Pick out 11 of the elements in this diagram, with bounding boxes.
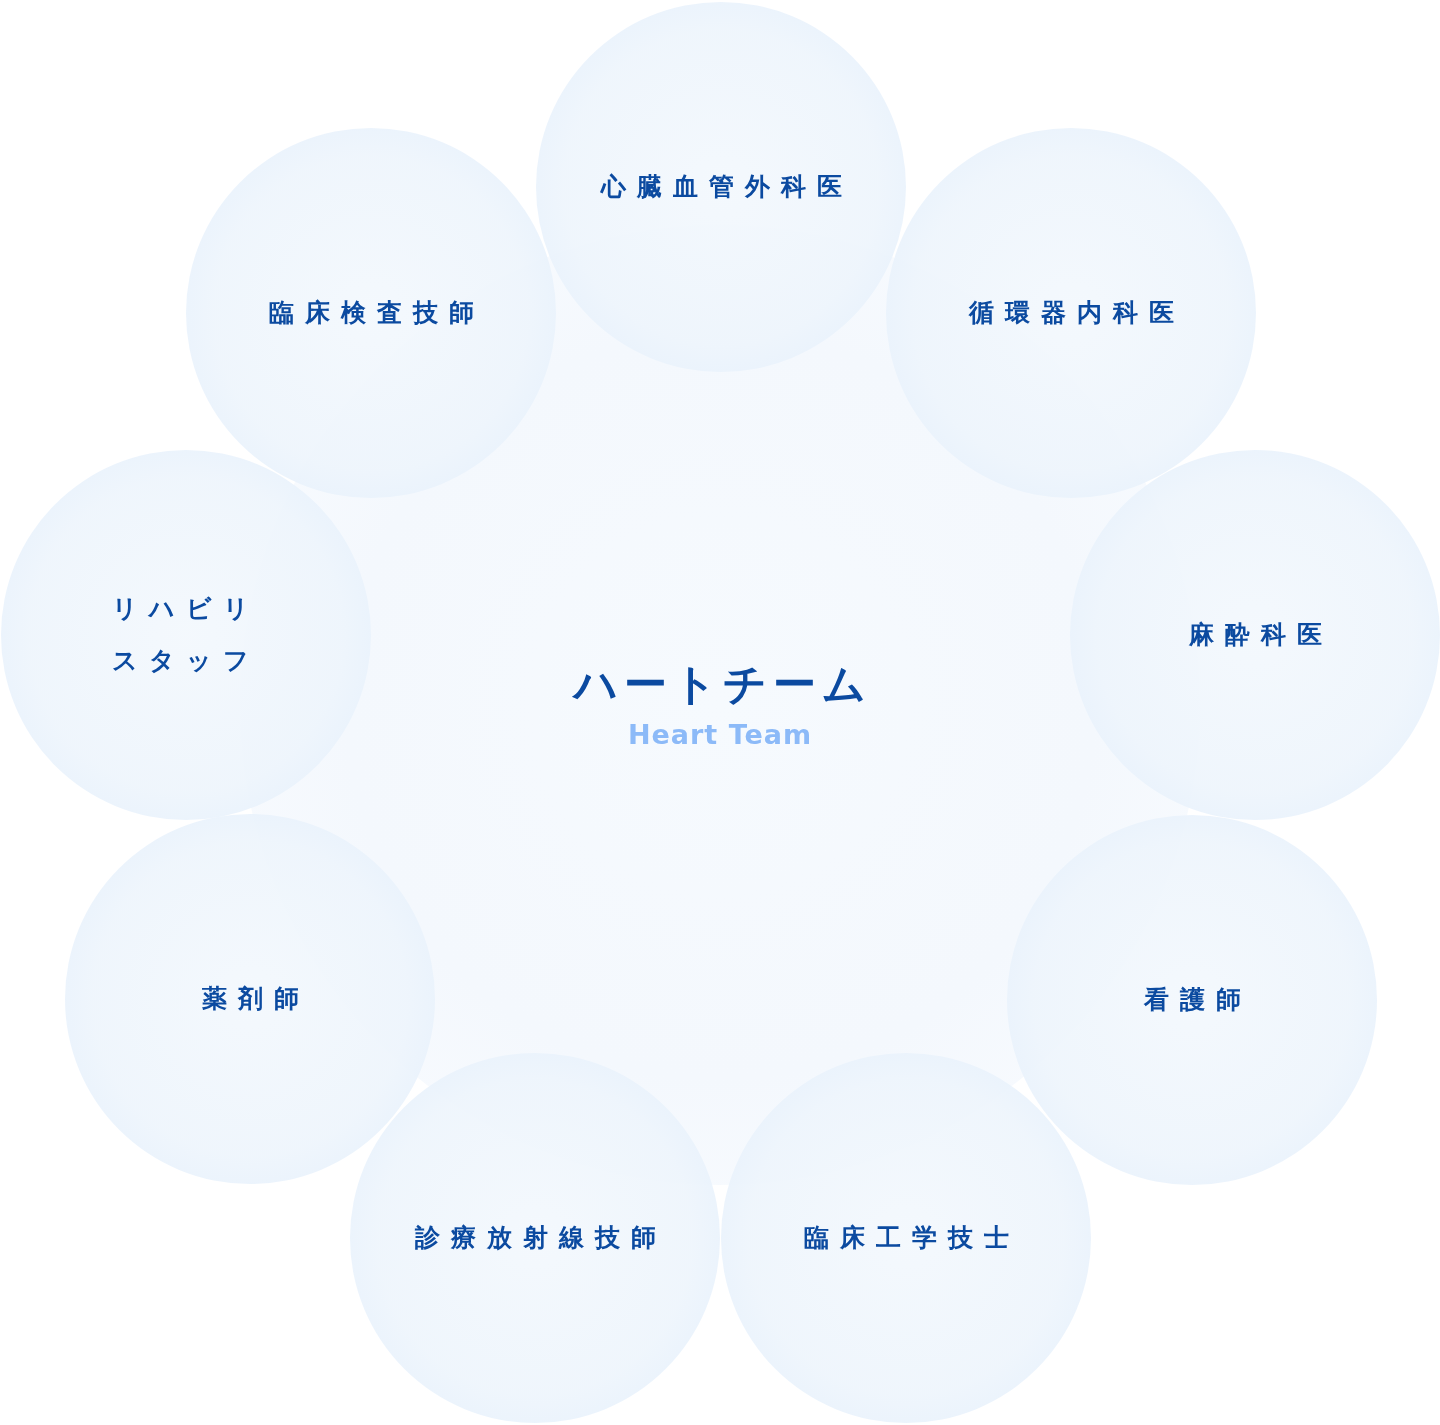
subtitle-text: Heart Team [627,719,813,751]
title-text: ハートチーム [571,659,872,710]
circle-label: リハビリスタッフ [110,593,261,677]
circle-label: 心臓血管外科医 [599,171,853,203]
circle-label: 循環器内科医 [967,297,1185,329]
circle-label: 診療放射線技師 [413,1222,667,1254]
circle-label: 麻酔科医 [1187,619,1333,651]
circle-label: 看護師 [1142,984,1252,1016]
circle-label: 臨床検査技師 [267,297,485,329]
circle-label: 薬剤師 [200,983,310,1015]
circle-label: 臨床工学技士 [802,1222,1020,1254]
